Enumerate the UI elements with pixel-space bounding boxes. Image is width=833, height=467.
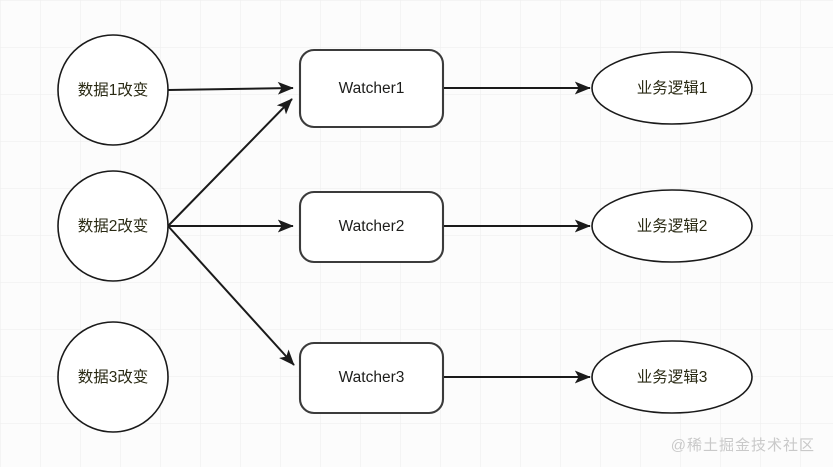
node-logic2[interactable]: 业务逻辑2 xyxy=(591,189,753,263)
edge-data2-watcher1 xyxy=(167,98,293,227)
watcher2-box[interactable] xyxy=(298,190,445,264)
node-data3[interactable]: 数据3改变 xyxy=(57,321,169,433)
watcher3-box[interactable] xyxy=(298,341,445,415)
data3-circle[interactable] xyxy=(57,321,169,433)
watcher1-label: Watcher1 xyxy=(339,80,405,97)
watermark: @稀土掘金技术社区 xyxy=(670,437,815,454)
node-watcher1[interactable]: Watcher1 xyxy=(298,48,445,129)
logic2-label: 业务逻辑2 xyxy=(637,217,708,235)
watcher3-label: Watcher3 xyxy=(339,369,405,386)
logic1-label: 业务逻辑1 xyxy=(637,79,708,97)
data3-label: 数据3改变 xyxy=(78,368,149,386)
node-watcher2[interactable]: Watcher2 xyxy=(298,190,445,264)
data2-circle[interactable] xyxy=(57,170,169,282)
logic1-ellipse[interactable] xyxy=(591,51,753,125)
watcher1-box[interactable] xyxy=(298,48,445,129)
node-logic3[interactable]: 业务逻辑3 xyxy=(591,340,753,414)
edge-data1-watcher1 xyxy=(167,81,294,95)
node-data2[interactable]: 数据2改变 xyxy=(57,170,169,282)
data1-circle[interactable] xyxy=(57,34,169,146)
edge-data2-watcher3 xyxy=(167,225,295,366)
logic3-label: 业务逻辑3 xyxy=(637,368,708,386)
node-watcher3[interactable]: Watcher3 xyxy=(298,341,445,415)
watcher2-label: Watcher2 xyxy=(339,218,405,235)
node-logic1[interactable]: 业务逻辑1 xyxy=(591,51,753,125)
node-data1[interactable]: 数据1改变 xyxy=(57,34,169,146)
data2-label: 数据2改变 xyxy=(78,217,149,235)
logic2-ellipse[interactable] xyxy=(591,189,753,263)
edges-group xyxy=(167,81,591,384)
data1-label: 数据1改变 xyxy=(78,81,149,99)
logic3-ellipse[interactable] xyxy=(591,340,753,414)
